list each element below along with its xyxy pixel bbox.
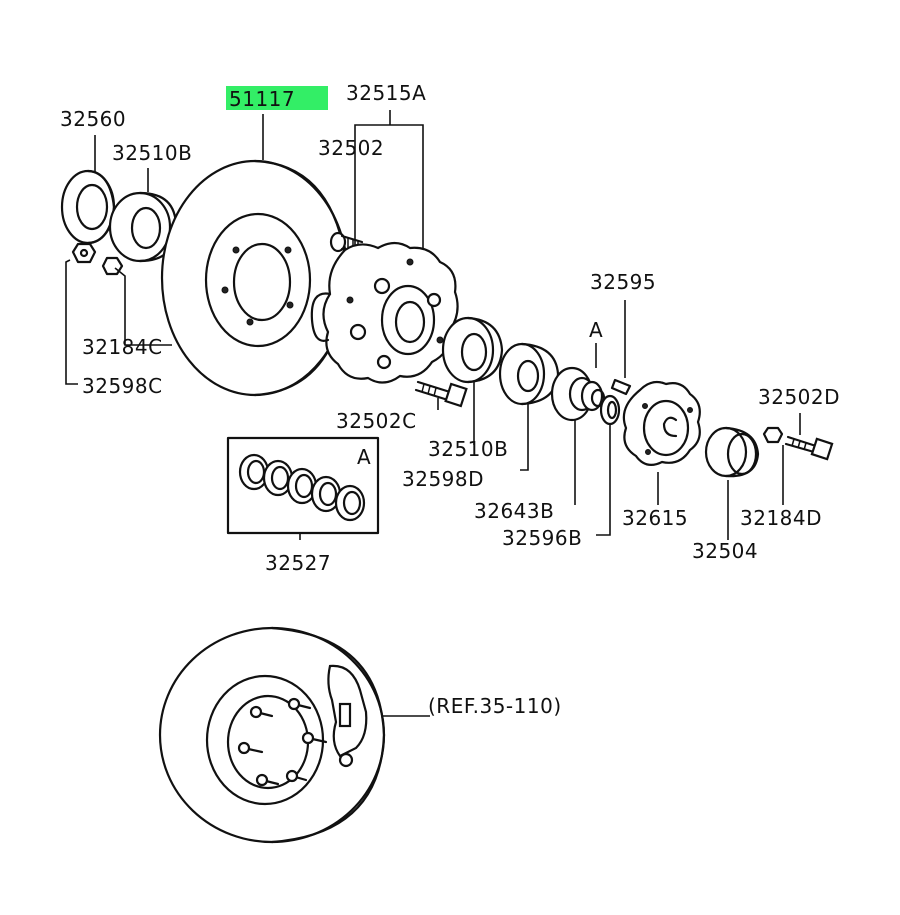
label-32598C[interactable]: 32598C bbox=[82, 374, 163, 398]
part-32560-oil-seal[interactable] bbox=[60, 169, 116, 245]
part-32596B-ring[interactable] bbox=[599, 394, 621, 426]
part-32504-hub-cap[interactable] bbox=[704, 426, 760, 478]
highlight-51117 bbox=[226, 86, 328, 110]
label-mark-a-upper: A bbox=[589, 318, 603, 342]
label-32510B-right[interactable]: 32510B bbox=[428, 437, 508, 461]
part-32527-seal-kit-box[interactable] bbox=[226, 436, 380, 535]
part-32595-screw[interactable] bbox=[610, 378, 632, 396]
part-32598D-bearing-race[interactable] bbox=[498, 342, 560, 406]
part-snap-ring-a[interactable] bbox=[580, 380, 606, 412]
label-32598D[interactable]: 32598D bbox=[402, 467, 484, 491]
part-32510B-outer-bearing-left[interactable] bbox=[108, 191, 178, 263]
part-51117-brake-disc-rotor[interactable] bbox=[160, 159, 350, 397]
part-32598C-washer[interactable] bbox=[101, 256, 124, 276]
part-32510B-inner-bearing-right[interactable] bbox=[441, 316, 504, 384]
part-rotor-assembly-reference[interactable] bbox=[158, 626, 386, 844]
label-mark-a-lower: A bbox=[357, 445, 371, 469]
part-32184D-washer[interactable] bbox=[762, 426, 784, 444]
label-32502[interactable]: 32502 bbox=[318, 136, 384, 160]
label-32184C[interactable]: 32184C bbox=[82, 335, 163, 359]
part-32502C-bolt[interactable] bbox=[414, 380, 468, 408]
label-ref-35-110[interactable]: (REF.35-110) bbox=[428, 694, 562, 718]
label-32595[interactable]: 32595 bbox=[590, 270, 656, 294]
part-32515A-front-hub[interactable] bbox=[310, 241, 459, 384]
label-32504[interactable]: 32504 bbox=[692, 539, 758, 563]
label-32596B[interactable]: 32596B bbox=[502, 526, 582, 550]
part-32184C-nut[interactable] bbox=[71, 242, 97, 264]
label-32643B[interactable]: 32643B bbox=[474, 499, 554, 523]
part-32502D-bolt[interactable] bbox=[784, 435, 834, 461]
label-32502D[interactable]: 32502D bbox=[758, 385, 840, 409]
label-32184D[interactable]: 32184D bbox=[740, 506, 822, 530]
part-32615-lock-hub[interactable] bbox=[622, 380, 701, 467]
label-51117[interactable]: 51117 bbox=[229, 87, 295, 111]
label-32615[interactable]: 32615 bbox=[622, 506, 688, 530]
label-32510B-left[interactable]: 32510B bbox=[112, 141, 192, 165]
leader-lines bbox=[65, 110, 801, 717]
label-32527[interactable]: 32527 bbox=[265, 551, 331, 575]
kit-rings bbox=[238, 453, 366, 522]
label-32560[interactable]: 32560 bbox=[60, 107, 126, 131]
label-32502C[interactable]: 32502C bbox=[336, 409, 417, 433]
label-32515A[interactable]: 32515A bbox=[346, 81, 426, 105]
